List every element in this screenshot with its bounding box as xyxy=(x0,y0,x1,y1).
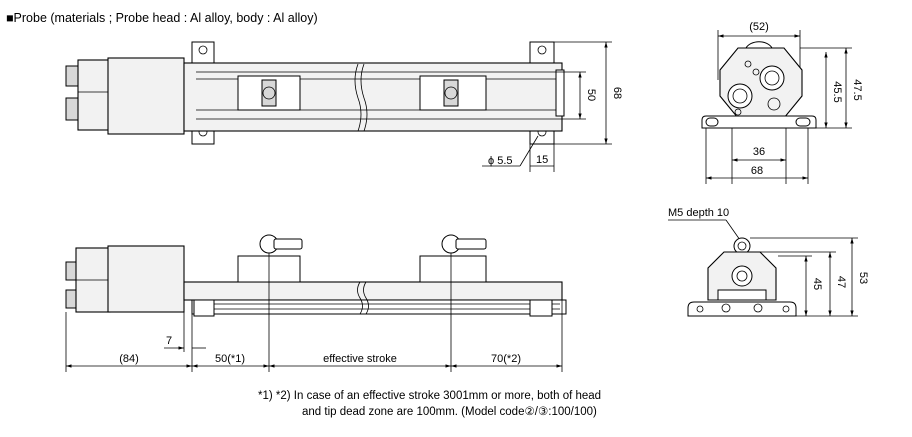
dim-height-2: 47.5 xyxy=(851,79,863,100)
base-foot xyxy=(701,115,817,129)
dim-height-53: 53 xyxy=(857,272,869,284)
dim-hole-diameter: ϕ 5.5 xyxy=(488,155,513,167)
side-view: 7 (84) 50(*1) effective stroke 70(*2) xyxy=(65,234,567,372)
end-view-bottom: M5 depth 10 45 47 53 xyxy=(668,207,869,317)
dim-head-dead-zone: 50(*1) xyxy=(215,353,245,365)
dim-width-outer: 68 xyxy=(751,165,763,177)
dim-width-inner: 36 xyxy=(753,146,765,158)
dim-small-offset: 7 xyxy=(166,335,172,347)
top-view: 50 68 ϕ 5.5 15 xyxy=(65,41,623,172)
dim-head-length: (84) xyxy=(119,353,139,365)
side-slider-tip xyxy=(419,255,487,283)
connector-round xyxy=(759,65,785,91)
dim-tip-dead-zone: 70(*2) xyxy=(491,353,521,365)
dim-height-45: 45 xyxy=(811,278,823,290)
dim-width-top: (52) xyxy=(749,21,769,33)
side-head-body xyxy=(107,245,185,313)
dim-effective-stroke: effective stroke xyxy=(323,353,397,365)
dim-height-47: 47 xyxy=(835,276,847,288)
note-line-2: and tip dead zone are 100mm. (Model code… xyxy=(302,406,597,418)
side-base xyxy=(191,299,567,315)
end-view-top: (52) 45.5 47.5 36 68 xyxy=(701,21,863,184)
dim-height-inner: 50 xyxy=(585,89,597,101)
connector-housing xyxy=(77,59,111,131)
probe-head-body xyxy=(107,57,185,135)
dim-height-1: 45.5 xyxy=(831,81,843,102)
base-foot-bottom xyxy=(687,301,797,317)
side-rail xyxy=(183,281,563,301)
dim-edge-offset: 15 xyxy=(536,154,548,166)
dim-height-outer: 68 xyxy=(611,87,623,99)
note-line-1: *1) *2) In case of an effective stroke 3… xyxy=(258,390,601,402)
tap-label: M5 depth 10 xyxy=(668,207,729,219)
drawing-title: ■Probe (materials ; Probe head : Al allo… xyxy=(6,11,318,25)
